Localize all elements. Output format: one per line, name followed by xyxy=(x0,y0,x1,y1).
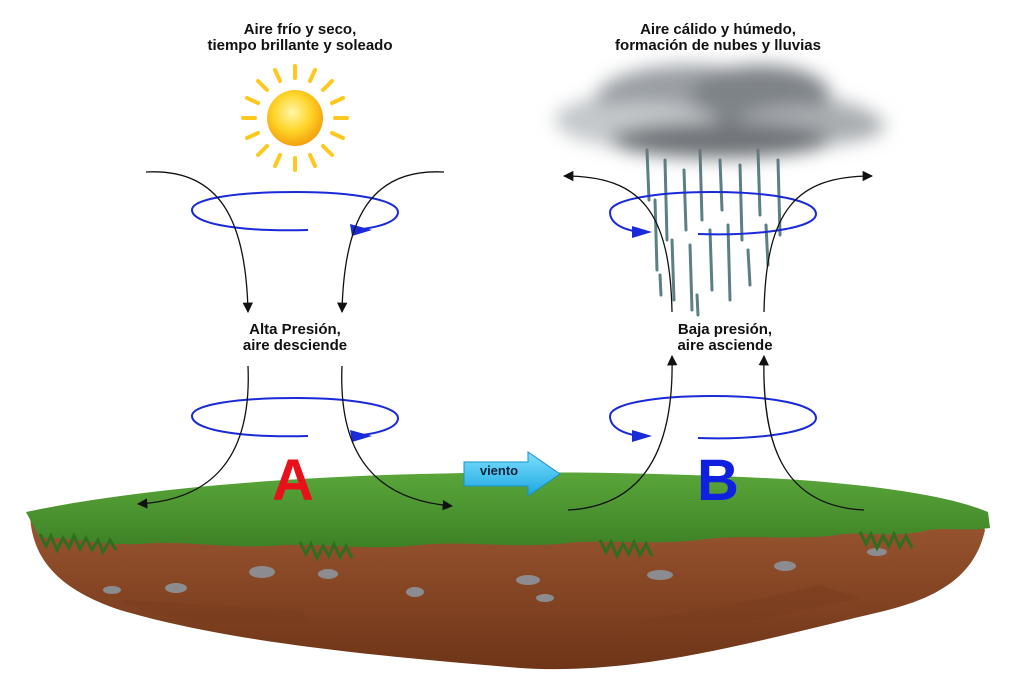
rock xyxy=(536,594,554,602)
caption-line: Aire cálido y húmedo, xyxy=(640,21,796,38)
rock xyxy=(249,566,275,578)
rock xyxy=(165,583,187,593)
rain-cloud-icon xyxy=(555,65,885,158)
low-pressure-letter: B xyxy=(697,448,739,513)
high-pressure-letter: A xyxy=(272,448,314,513)
caption-line: tiempo brillante y soleado xyxy=(207,37,393,54)
rotation-arrow-upper-left xyxy=(190,190,400,236)
sun-icon xyxy=(241,64,349,172)
low-pressure-weather-caption: Aire cálido y húmedo, formación de nubes… xyxy=(588,22,848,54)
wind-arrow-icon xyxy=(463,451,561,497)
rock xyxy=(867,548,887,556)
pressure-line: aire desciende xyxy=(242,337,348,354)
rotation-arrow-upper-right xyxy=(608,190,818,238)
grass xyxy=(26,472,990,548)
high-pressure-weather-caption: Aire frío y seco, tiempo brillante y sol… xyxy=(180,22,420,54)
air-flow-ascending xyxy=(562,170,874,511)
pressure-line: aire asciende xyxy=(677,337,773,354)
rock xyxy=(318,569,338,579)
rock xyxy=(103,586,121,594)
air-flow-descending xyxy=(136,171,454,511)
rock xyxy=(647,570,673,580)
caption-line: Aire frío y seco, xyxy=(243,21,357,38)
rain xyxy=(645,148,782,317)
low-pressure-label: Baja presión, aire asciende xyxy=(640,322,810,354)
wind-label: viento xyxy=(479,463,519,478)
rotation-arrow-lower-right xyxy=(608,394,818,442)
pressure-line: Baja presión, xyxy=(677,321,773,338)
pressure-line: Alta Presión, xyxy=(249,321,341,338)
rock xyxy=(406,587,424,597)
ground-island xyxy=(26,472,990,670)
caption-line: formación de nubes y lluvias xyxy=(615,37,821,54)
rock xyxy=(774,561,796,571)
high-pressure-label: Alta Presión, aire desciende xyxy=(210,322,380,354)
rock xyxy=(516,575,540,585)
rotation-arrow-lower-left xyxy=(190,396,400,442)
